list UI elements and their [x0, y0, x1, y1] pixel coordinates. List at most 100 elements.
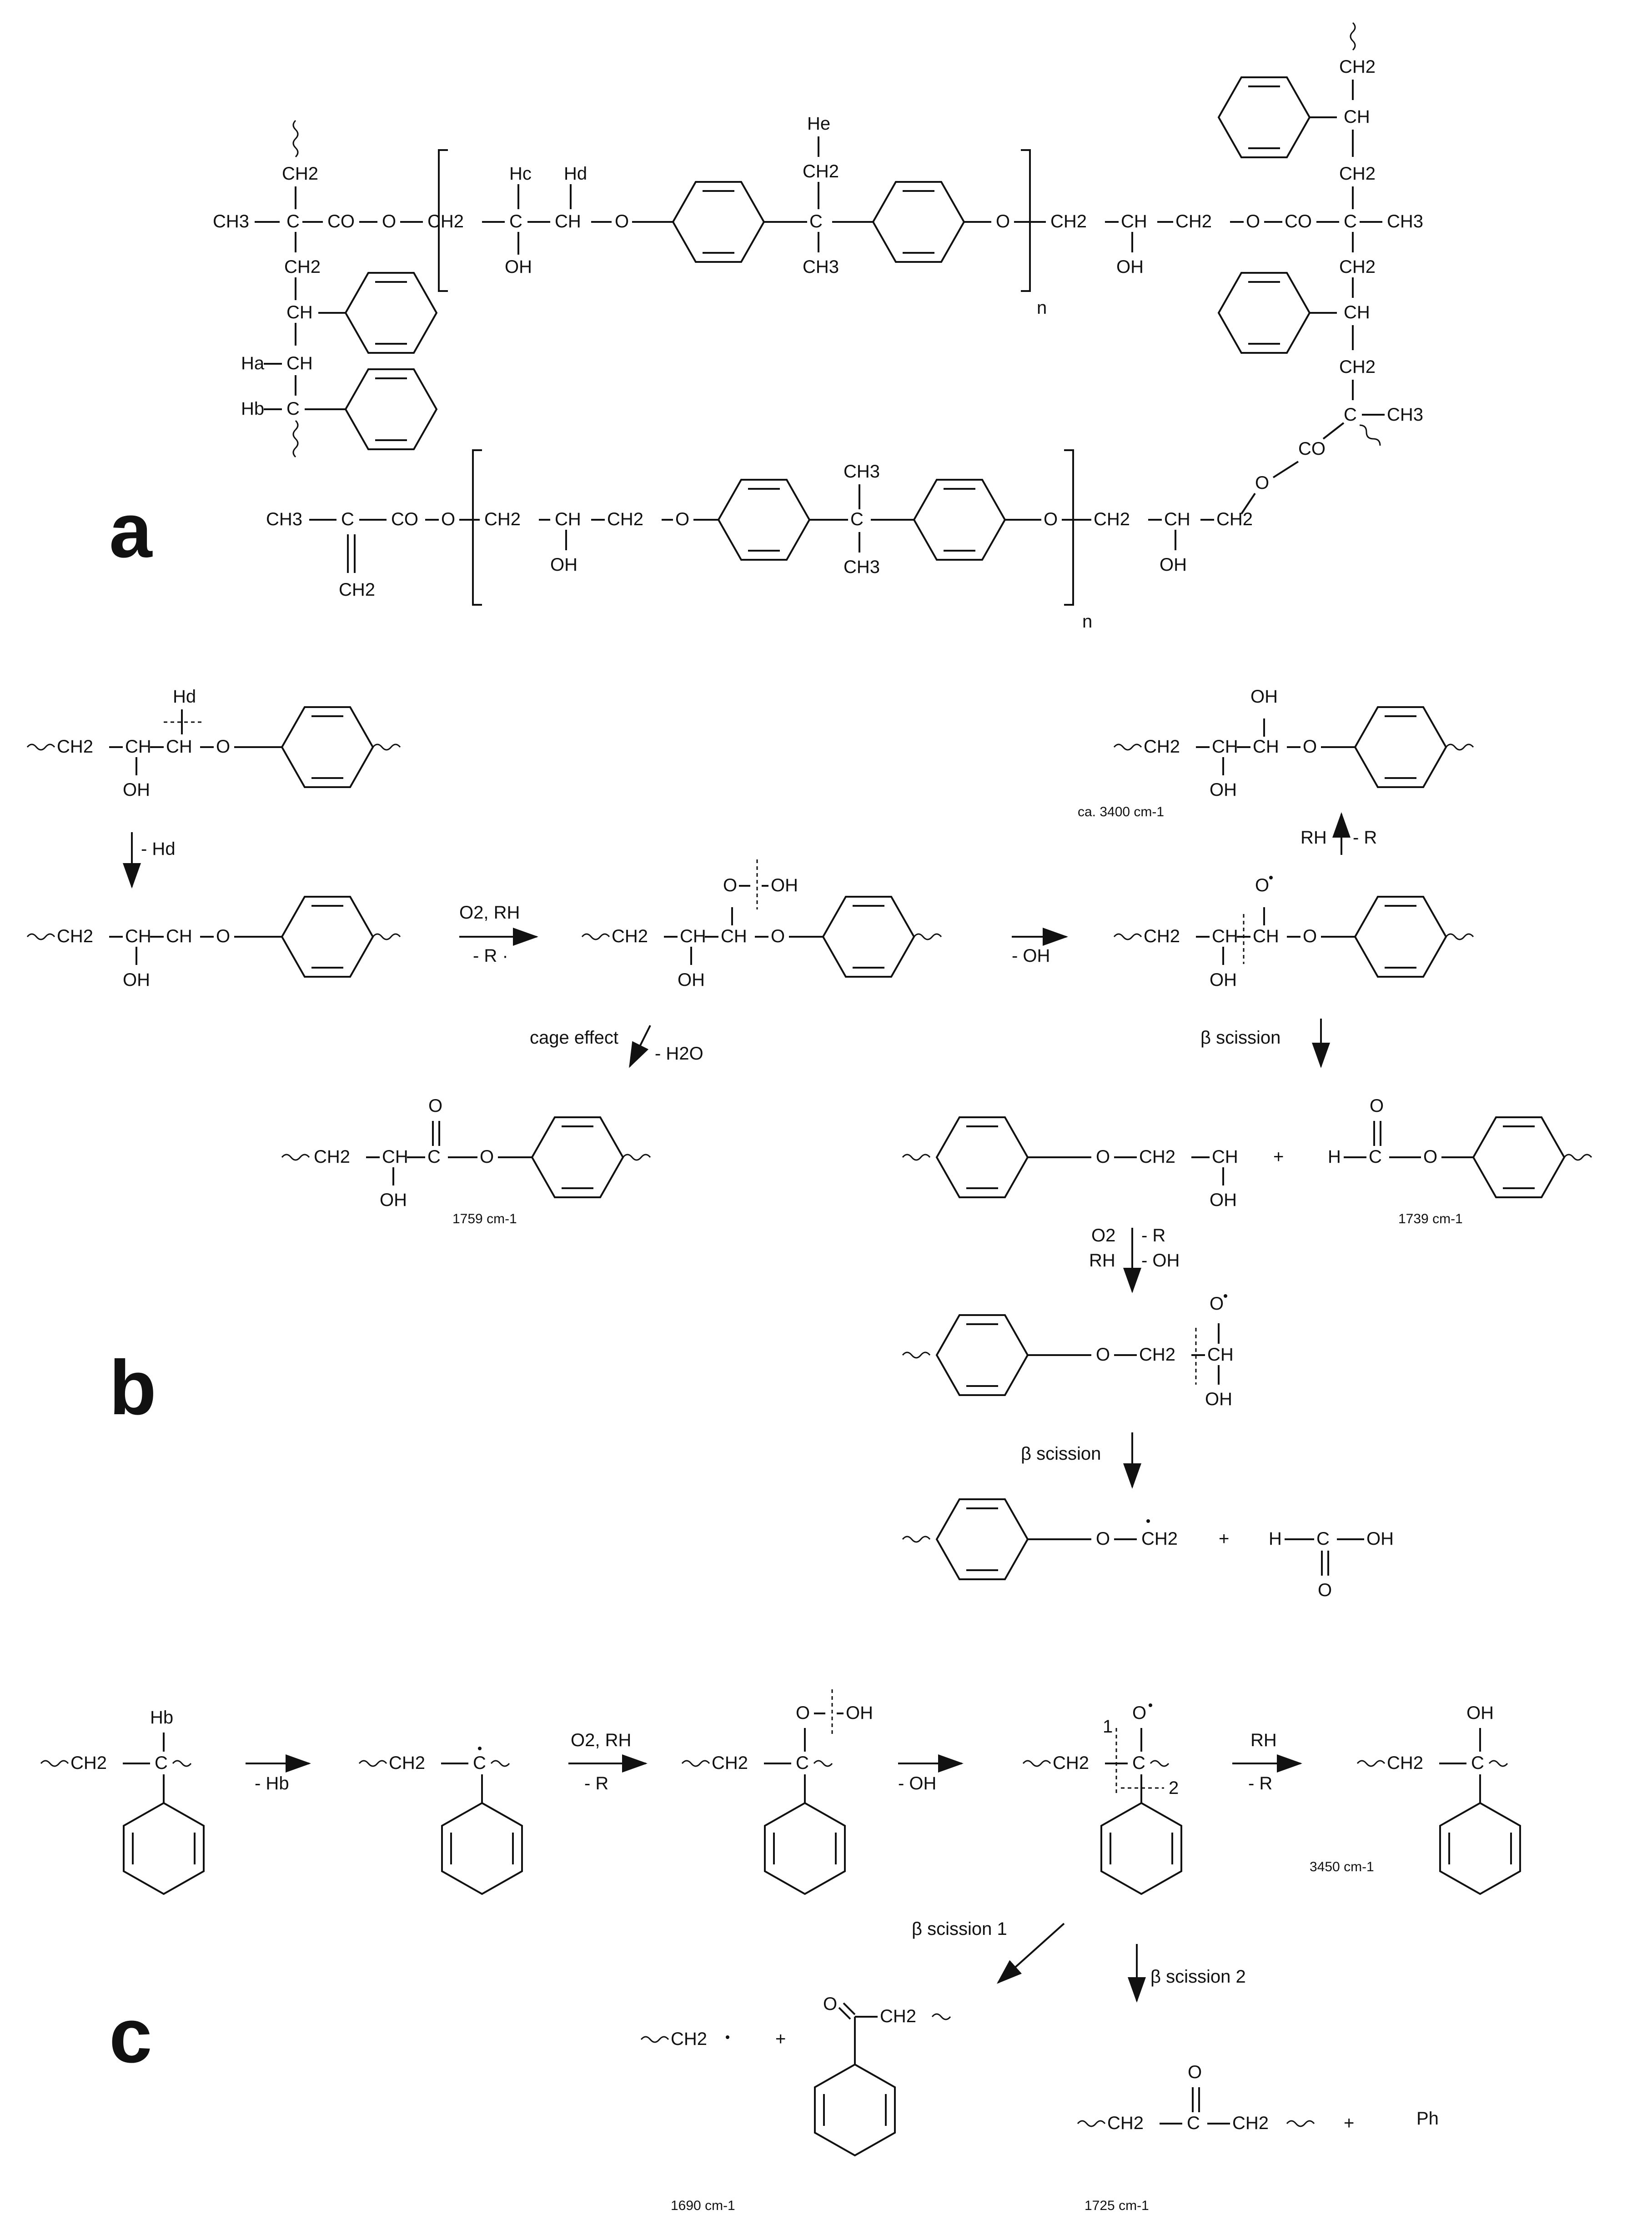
b-r2-ch-rad: CH: [166, 926, 192, 946]
a-co-r: CO: [1298, 439, 1326, 459]
b-top-oh2: OH: [1250, 687, 1278, 707]
a-ch2-he: CH2: [803, 161, 839, 181]
a-ch-left-2: CH: [286, 353, 313, 373]
a-n-1: n: [1037, 298, 1047, 318]
a-c-bottom: C: [341, 509, 354, 529]
c4-o-rad: O: [1132, 1703, 1146, 1723]
cp1-o: O: [823, 1994, 837, 2014]
a-co-1: CO: [327, 211, 355, 231]
panel-label-c: c: [109, 1993, 152, 2079]
b-r1-hd: Hd: [173, 687, 196, 707]
b-r2-ch2: CH2: [57, 926, 93, 946]
b-fr2-ch2: CH2: [1139, 1345, 1175, 1365]
c-wn-1725: 1725 cm-1: [1085, 2198, 1149, 2213]
b-fm-o: O: [1423, 1147, 1437, 1167]
a-o-3: O: [996, 211, 1010, 231]
cp1-ch2-rad: CH2: [671, 2029, 707, 2049]
b-fm-o-dbl: O: [1370, 1096, 1384, 1116]
c4-ch2: CH2: [1053, 1753, 1089, 1773]
b-m-oh: OH: [678, 970, 705, 990]
a-hb: Hb: [241, 399, 264, 419]
b-minus-r-2: - R: [1141, 1226, 1165, 1246]
b-rr-oh: OH: [1210, 970, 1237, 990]
c-wn-3450: 3450 cm-1: [1310, 1859, 1374, 1874]
c-plus-2: +: [1344, 2113, 1354, 2133]
c3-o1: O: [796, 1703, 810, 1723]
c5-ch2: CH2: [1387, 1753, 1423, 1773]
c3-ooh: OH: [846, 1703, 873, 1723]
c-minus-hb: - Hb: [255, 1773, 289, 1793]
b-beta-scission-2: β scission: [1021, 1444, 1101, 1464]
a-c-hc: C: [509, 211, 522, 231]
b-fr2-oh: OH: [1205, 1389, 1232, 1409]
panel-c-styrene-oxidation: CH2 C Hb - Hb CH2 C O2, RH - R CH2 C: [40, 1689, 1521, 2213]
b-top-ch2x: CH: [1253, 737, 1279, 757]
b-rh-1: RH: [1301, 828, 1327, 848]
b-fa-c: C: [1316, 1529, 1330, 1549]
b-wn-1739: 1739 cm-1: [1398, 1211, 1463, 1226]
c2-ch2: CH2: [389, 1753, 425, 1773]
panel-label-b: b: [109, 1345, 156, 1431]
b-fr1-ch: CH: [1212, 1147, 1238, 1167]
b-m-o2: O: [771, 926, 785, 946]
c-ph: Ph: [1416, 2109, 1439, 2129]
cp2-o: O: [1188, 2062, 1202, 2082]
c-rh: RH: [1250, 1730, 1277, 1750]
c4-label-1: 1: [1103, 1717, 1113, 1737]
b-r1-ch2: CH2: [57, 737, 93, 757]
cp2-c: C: [1187, 2113, 1200, 2133]
a-o-6: O: [675, 509, 689, 529]
a-hc: Hc: [509, 164, 532, 184]
c3-ch2: CH2: [712, 1753, 748, 1773]
b-ca3400-label: ca. 3400 cm-1: [1078, 804, 1164, 819]
a-ch-b1: CH: [555, 509, 581, 529]
a-o-1: O: [382, 211, 396, 231]
c2-c: C: [473, 1753, 486, 1773]
c1-c: C: [155, 1753, 168, 1773]
c-minus-r-1: - R: [584, 1773, 608, 1793]
b-rr-ch2: CH2: [1144, 926, 1180, 946]
a-c-r-quat: C: [1344, 405, 1357, 425]
b-r1-ch-hd: CH: [166, 737, 192, 757]
b-m-ooh: OH: [771, 875, 798, 895]
b-plus-1: +: [1273, 1147, 1284, 1167]
a-c-bis-1: C: [809, 211, 823, 231]
a-ch3-right: CH3: [1387, 211, 1423, 231]
b-top-oh1: OH: [1210, 780, 1237, 800]
a-ch2-left-1: CH2: [284, 257, 321, 277]
b-fm-c: C: [1369, 1147, 1382, 1167]
b-top-o: O: [1303, 737, 1317, 757]
b-o2-rh-1: O2, RH: [459, 903, 520, 923]
b-minus-r-1: - R: [1353, 828, 1377, 848]
c4-label-2: 2: [1169, 1778, 1179, 1798]
b-minus-r-dot: - R ·: [473, 946, 508, 966]
a-oh-b2: OH: [1160, 555, 1187, 575]
a-ch2-left-up: CH2: [282, 164, 318, 184]
c-minus-oh: - OH: [898, 1773, 936, 1793]
a-ch2-1: CH2: [427, 211, 464, 231]
b-minus-h2o: - H2O: [655, 1044, 703, 1064]
b-est-c: C: [427, 1147, 441, 1167]
c-wn-1690: 1690 cm-1: [671, 2198, 735, 2213]
panel-a-polymer-structure: CH3 C CO O CH2 C Hc OH CH Hd O C CH2 He …: [213, 22, 1423, 632]
b-fa-h: H: [1269, 1529, 1282, 1549]
b-r2-o: O: [216, 926, 230, 946]
c-plus-1: +: [775, 2029, 786, 2049]
c5-c: C: [1471, 1753, 1484, 1773]
b-fm-h: H: [1328, 1147, 1341, 1167]
a-c-bis-2: C: [850, 509, 864, 529]
a-ch2-vinyl: CH2: [339, 580, 375, 600]
b-rr-o-rad: O: [1255, 875, 1269, 895]
c-beta-scission-2: β scission 2: [1150, 1967, 1246, 1987]
b-m-ch: CH: [680, 926, 706, 946]
c3-c: C: [796, 1753, 809, 1773]
a-ha: Ha: [241, 353, 265, 373]
b-fr1-oh: OH: [1210, 1190, 1237, 1210]
a-ch-b2: CH: [1164, 509, 1190, 529]
a-c-left: C: [286, 399, 300, 419]
b-est-o: O: [480, 1147, 494, 1167]
a-ch2-r-2: CH2: [1339, 164, 1376, 184]
a-ch3-bis-1: CH3: [803, 257, 839, 277]
